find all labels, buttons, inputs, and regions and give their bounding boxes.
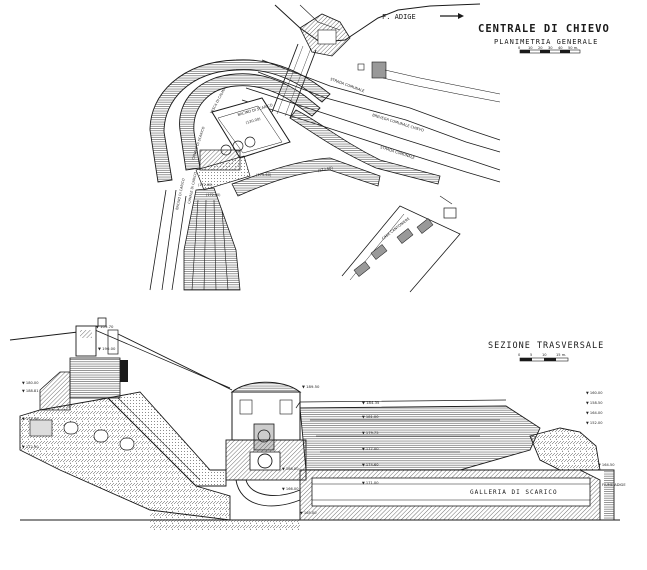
elev-floor: ▼ 166.00 (282, 487, 299, 491)
elev-level-d: ▼ 174.60 (362, 463, 379, 467)
elev-deck: ▼ 184.35 (362, 400, 380, 405)
elev-level-e: ▼ 171.00 (362, 481, 379, 485)
gallery-label: GALLERIA DI SCARICO (470, 489, 558, 496)
channel-label: CANALE DI CARICO (187, 171, 198, 204)
elev-level-c: ▼ 177.00 (362, 447, 379, 451)
basin-embankment (179, 73, 321, 171)
elev-left-b: ▼ 188.81 (22, 389, 38, 393)
plan-title: CENTRALE DI CHIEVO (478, 23, 610, 35)
plan-scale-0: 0 (518, 46, 521, 50)
tailrace-canal (183, 187, 241, 291)
intake-label: BACINO DI CARICO (175, 178, 186, 210)
section-scale-15: 15 m. (556, 353, 566, 357)
elev-right-c: ▼ 152.00 (586, 421, 603, 425)
section-scale-5: 5 (530, 353, 532, 357)
plan-scale-bar: 0 10 20 30 40 50 m. (518, 46, 581, 54)
section-title: SEZIONE TRASVERSALE (488, 341, 604, 351)
river-label: F. ADIGE (382, 13, 416, 21)
powerhouse-section (225, 381, 307, 507)
elev-level-b: ▼ 179.75 (362, 431, 378, 435)
elev-left-a: ▼ 180.00 (22, 381, 39, 385)
elev-bottom: ▼ 165.00 (300, 511, 317, 515)
elev-right-top: ▼ 160.00 (586, 391, 603, 395)
elev-mast: ▼ 190.00 (98, 346, 116, 351)
flow-arrow-icon (440, 13, 464, 19)
elevation-marks: ▼ 109.70 ▼ 190.00 ▼ 180.00 ▼ 188.81 ▼ 17… (22, 324, 615, 515)
plan-scale-50: 50 m. (568, 46, 578, 50)
section-scale-0: 0 (518, 353, 521, 357)
elev-roof: ▼ 189.50 (302, 384, 320, 389)
section-scale-10: 10 (542, 353, 547, 357)
houses-compound (341, 195, 461, 293)
plan-elev-4: (172.00) (206, 193, 221, 197)
elev-turbine: ▼ 168.00 (282, 467, 299, 471)
plan-scale-40: 40 (558, 46, 563, 50)
intake-tower (39, 317, 128, 411)
basin-level: (130.00) (245, 117, 261, 125)
elev-level-a: ▼ 181.00 (362, 415, 379, 419)
road-label-2: BREVEGA COMUNALE CHIEVO (372, 113, 425, 133)
elev-right-b: ▼ 164.00 (586, 411, 603, 415)
plan-subtitle: PLANIMETRIA GENERALE (494, 38, 598, 46)
section-scale-bar: 0 5 10 15 m. (518, 353, 569, 362)
plan-scale-10: 10 (528, 46, 533, 50)
plan-elev-3: (172.60) (198, 183, 213, 187)
elev-right-a: ▼ 158.50 (586, 401, 603, 405)
road-label-3: STRADA COMUNALE (380, 145, 416, 160)
elev-left-c: ▼ 172.50 (22, 417, 39, 421)
plan-elev-1: (175.60) (256, 173, 272, 177)
plan-scale-20: 20 (538, 46, 543, 50)
elev-left-d: ▼ 172.90 (22, 445, 39, 449)
elev-river-level: ▼ 164.50 (598, 463, 615, 467)
section-river-label: FIUME ADIGE (602, 483, 626, 487)
elev-top: ▼ 109.70 (96, 324, 114, 329)
right-rock (529, 427, 601, 471)
powerhouse-plan (195, 97, 291, 191)
small-building (371, 61, 387, 79)
site-plan: CENTRALE DI CHIEVO PLANIMETRIA GENERALE … (149, 3, 610, 293)
cross-section: SEZIONE TRASVERSALE 0 5 10 15 m. GALLERI… (9, 317, 626, 530)
right-embankment (299, 405, 541, 471)
plan-elev-2: (173.60) (317, 166, 333, 173)
plan-scale-30: 30 (548, 46, 553, 50)
